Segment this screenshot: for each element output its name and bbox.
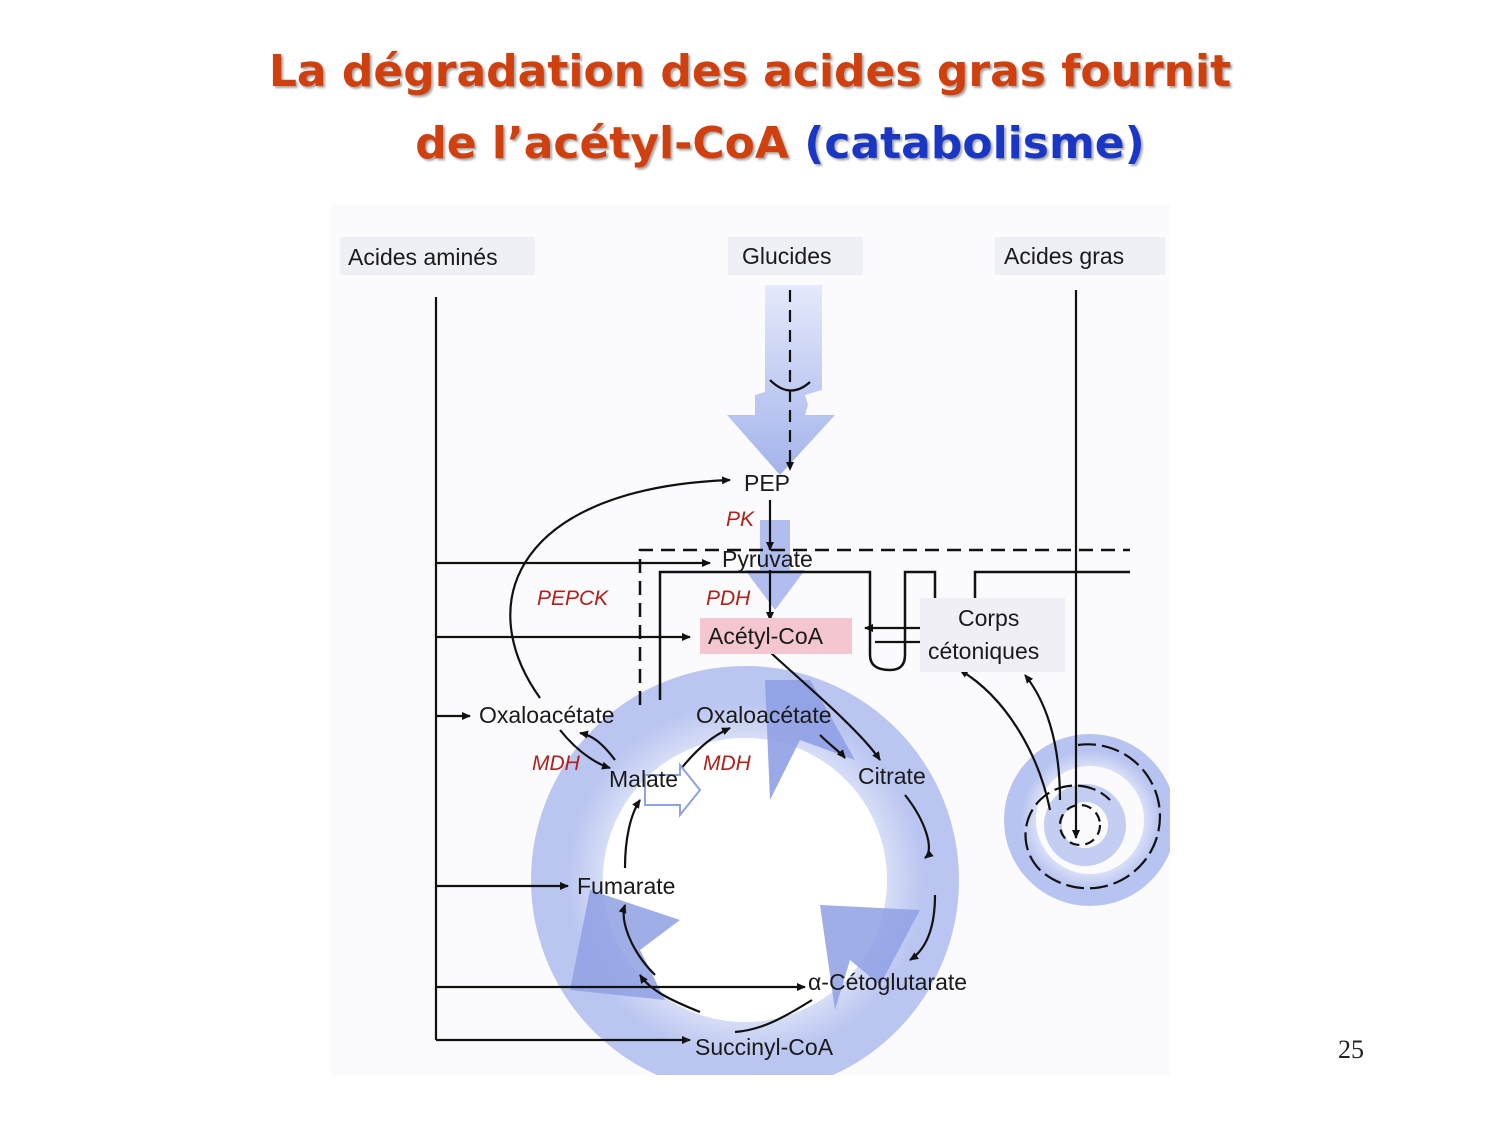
malate-to-oxaloacetate-mdh xyxy=(579,730,616,761)
corps-cetoniques-bg xyxy=(920,598,1065,672)
malate-to-oxaloacetate-arrow xyxy=(679,727,731,771)
outer-membrane-dashed xyxy=(638,548,1130,705)
acetyl-coa-highlight xyxy=(700,618,852,654)
ketoglutarate-to-succinyl-arrow xyxy=(734,999,813,1034)
malate-transport-arrow xyxy=(644,762,702,818)
tca-arrowhead-right xyxy=(820,905,920,1010)
acetyl-to-citrate-arrow xyxy=(769,651,881,761)
label-malate: Malate xyxy=(609,766,678,792)
acides-gras-label-bg xyxy=(995,237,1165,275)
label-alpha-ketoglutarate: α-Cétoglutarate xyxy=(808,969,967,995)
tca-cycle-ring-inner xyxy=(603,738,887,1022)
tca-cycle-ring xyxy=(531,666,959,1075)
oxaloacetate-mito-arrow xyxy=(819,734,846,759)
glucides-label-bg xyxy=(728,237,863,275)
label-succinyl-coa: Succinyl-CoA xyxy=(695,1034,834,1060)
label-glucides: Glucides xyxy=(742,243,831,269)
tca-arrowhead-top xyxy=(765,680,855,800)
label-fumarate: Fumarate xyxy=(577,873,675,899)
cycle-right-arrow xyxy=(909,894,937,961)
enzyme-pdh: PDH xyxy=(706,587,751,610)
title-acetyl-coa: de l’acétyl-CoA xyxy=(415,118,789,169)
oxaloacetate-to-pep-arrow xyxy=(509,476,731,699)
inner-membrane xyxy=(658,570,1130,700)
tca-arrowhead-left xyxy=(570,890,680,1000)
label-acides-amines: Acides aminés xyxy=(348,244,498,270)
label-pep: PEP xyxy=(744,470,790,496)
glycolysis-flow-arrow xyxy=(727,285,835,475)
acides-amines-label-bg xyxy=(340,237,535,275)
label-acides-gras: Acides gras xyxy=(1004,243,1124,269)
succinyl-to-fumarate-arrow xyxy=(639,974,701,1014)
beta-oxidation-spiral-line xyxy=(1024,743,1161,890)
fumarate-to-malate-arrow xyxy=(623,799,641,869)
glycolysis-flow-arrow-lower xyxy=(745,520,805,610)
oxaloacetate-to-malate-mdh xyxy=(559,729,611,770)
label-oxaloacetate-mito: Oxaloacétate xyxy=(696,702,832,728)
enzyme-pk: PK xyxy=(726,508,755,531)
page-number: 25 xyxy=(1338,1035,1364,1064)
beta-oxidation-spiral-inner xyxy=(1044,784,1126,866)
enzyme-mdh-cyto: MDH xyxy=(532,752,581,775)
label-corps: Corps xyxy=(958,605,1019,631)
title-catabolism: (catabolisme) xyxy=(804,118,1145,169)
spiral-to-corps-arrow xyxy=(959,669,1052,811)
label-cetoniques: cétoniques xyxy=(928,638,1039,664)
label-citrate: Citrate xyxy=(858,763,926,789)
beta-oxidation-dashed-core xyxy=(1058,803,1102,847)
cycle-left-arrow xyxy=(618,904,656,976)
citrate-to-ketoglutarate-arrow xyxy=(904,794,934,859)
label-pyruvate: Pyruvate xyxy=(722,546,813,572)
label-acetyl-coa: Acétyl-CoA xyxy=(708,623,824,649)
enzyme-pepck: PEPCK xyxy=(537,587,609,610)
slide-title-line2: de l’acétyl-CoA (catabolisme) xyxy=(0,118,1500,169)
enzyme-mdh-mito: MDH xyxy=(703,752,752,775)
slide-title-line1: La dégradation des acides gras fournit xyxy=(268,46,1232,97)
label-oxaloacetate-cyto: Oxaloacétate xyxy=(479,702,615,728)
spiral-to-corps-arrow-2 xyxy=(1024,674,1062,801)
metabolic-pathway-diagram: Acides aminés Glucides Acides gras PEP P… xyxy=(330,205,1170,1075)
